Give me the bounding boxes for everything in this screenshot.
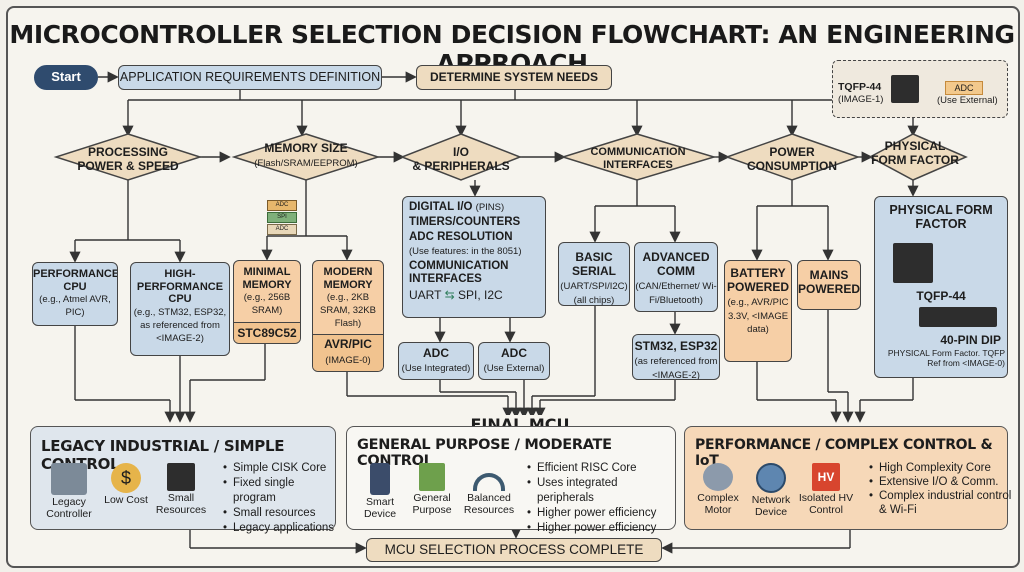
start-button[interactable]: Start (34, 65, 98, 90)
io-adc: ADC RESOLUTION(Use features: in the 8051… (409, 231, 522, 257)
modern-memory-box: MODERN MEMORY(e.g., 2KB SRAM, 32KB Flash… (312, 260, 384, 372)
decision-memory-label: MEMORY SIZE(Flash/SRAM/EEPROM) (254, 141, 358, 169)
decision-io-label: I/O& PERIPHERALS (412, 145, 510, 173)
io-digital: DIGITAL I/O (PINS) (409, 201, 505, 213)
general-title: GENERAL PURPOSE / MODERATE CONTROL (357, 437, 612, 469)
process-complete-box: MCU SELECTION PROCESS COMPLETE (366, 538, 662, 562)
decision-power (724, 133, 861, 181)
physical-title: PHYSICAL FORM FACTOR (889, 203, 993, 232)
application-requirements-box: APPLICATION REQUIREMENTS DEFINITION (118, 65, 382, 90)
low-cost-icon: $Low Cost (103, 463, 149, 507)
legend-adc-sub: (Use External) (937, 95, 998, 106)
minimal-memory-chip: STC89C52 (234, 322, 300, 343)
decision-comm (560, 133, 717, 181)
performance-cpu-box: PERFORMANCE CPU(e.g., Atmel AVR, PIC) (32, 262, 118, 326)
mains-powered-box: MAINS POWERED (797, 260, 861, 310)
tqfp-44-chip-icon (893, 243, 933, 283)
performance-panel: PERFORMANCE / COMPLEX CONTROL & IoT Comp… (684, 426, 1011, 530)
determine-system-needs-box: DETERMINE SYSTEM NEEDS (416, 65, 612, 90)
decision-form-factor (868, 133, 968, 181)
general-panel: GENERAL PURPOSE / MODERATE CONTROL Smart… (346, 426, 676, 536)
physical-note: PHYSICAL Form Factor. TQFP Ref from <IMA… (887, 348, 1005, 368)
modern-memory-chip: AVR/PIC(IMAGE-0) (313, 334, 383, 371)
smart-device-icon: Smart Device (357, 463, 403, 520)
legend-adc-badge: ADC (945, 81, 983, 95)
memory-stack-icon: ADC SPI ADC (267, 200, 297, 235)
adc-integrated-box: ADC(Use Integrated) (398, 342, 474, 380)
legend-box: TQFP-44(IMAGE-1) ADC (Use External) (832, 60, 1008, 118)
general-bullets: Efficient RISC CoreUses integrated perip… (525, 461, 675, 536)
decision-io (399, 133, 523, 181)
tqfp-label: TQFP-44 (916, 289, 966, 303)
legacy-bullets: Simple CISK CoreFixed single programSmal… (221, 461, 335, 536)
io-comm: COMMUNICATION INTERFACES (409, 259, 509, 286)
physical-form-factor-box: PHYSICAL FORM FACTOR TQFP-44 40-PIN DIP … (874, 196, 1008, 378)
small-resources-icon: Small Resources (153, 463, 209, 516)
balanced-resources-icon: Balanced Resources (459, 463, 519, 516)
legacy-panel: LEGACY INDUSTRIAL / SIMPLE CONTROL Legac… (30, 426, 336, 536)
legend-tqfp-label: TQFP-44(IMAGE-1) (838, 81, 884, 106)
general-purpose-icon: General Purpose (407, 463, 457, 516)
basic-serial-box: BASIC SERIAL(UART/SPI/I2C) (all chips) (558, 242, 630, 306)
bidirectional-arrow-icon: ⇆ (444, 288, 455, 303)
dip-40-chip-icon (919, 307, 997, 327)
decision-processing (53, 133, 203, 181)
minimal-memory-box: MINIMAL MEMORY(e.g., 256B SRAM) STC89C52 (233, 260, 301, 344)
performance-bullets: High Complexity CoreExtensive I/O & Comm… (867, 461, 1015, 517)
io-bus-row: UART ⇆ SPI, I2C (409, 288, 503, 303)
battery-powered-box: BATTERY POWERED(e.g., AVR/PIC 3.3V, <IMA… (724, 260, 792, 362)
legacy-controller-icon: Legacy Controller (43, 463, 95, 520)
tqfp-chip-icon (891, 75, 919, 103)
complex-motor-icon: Complex Motor (693, 463, 743, 516)
dip-label: 40-PIN DIP (940, 333, 1001, 347)
io-peripherals-box: DIGITAL I/O (PINS) TIMERS/COUNTERS ADC R… (402, 196, 546, 318)
adc-external-box: ADC(Use External) (478, 342, 550, 380)
high-performance-cpu-box: HIGH-PERFORMANCE CPU(e.g., STM32, ESP32,… (130, 262, 230, 356)
decision-memory (231, 133, 381, 181)
stm32-esp32-box: STM32, ESP32(as referenced from <IMAGE-2… (632, 334, 720, 380)
network-device-icon: Network Device (745, 463, 797, 518)
io-timers: TIMERS/COUNTERS (409, 216, 521, 229)
advanced-comm-box: ADVANCED COMM(CAN/Ethernet/ Wi-Fi/Blueto… (634, 242, 718, 312)
